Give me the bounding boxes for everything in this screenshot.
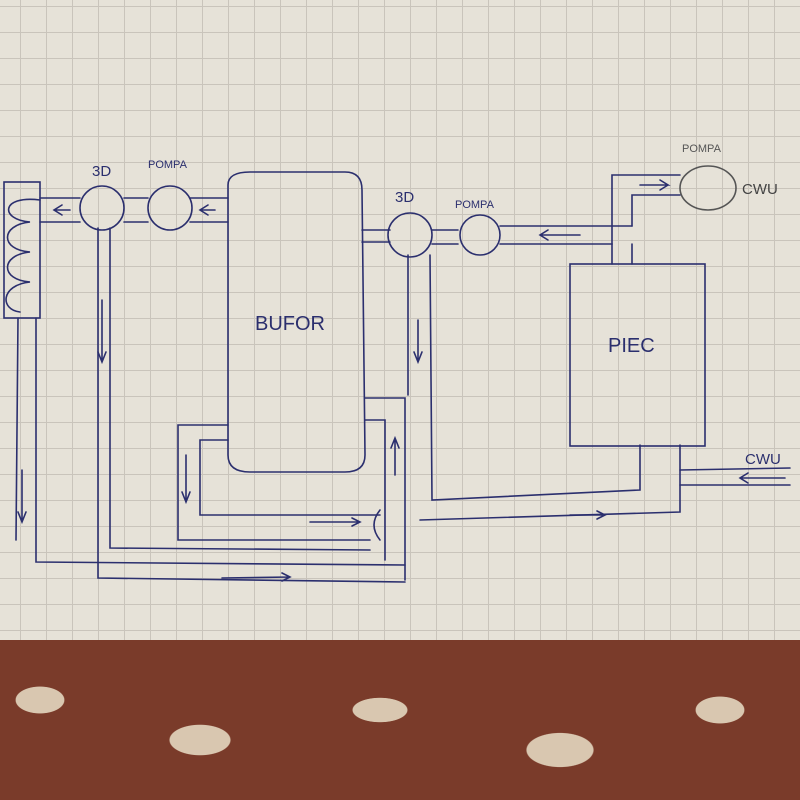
- buffer-tank: [227, 171, 366, 473]
- right-pump-label: POMPA: [455, 199, 495, 211]
- dhw-pump: [679, 165, 737, 211]
- right-pump: [459, 214, 501, 256]
- boiler-label: PIEC: [608, 335, 655, 357]
- left-pipes: [15, 197, 406, 583]
- dhw-bottom-label: CWU: [745, 451, 781, 468]
- left-pump: [147, 185, 193, 231]
- right-valve-label: 3D: [395, 189, 414, 206]
- left-valve-label: 3D: [92, 163, 111, 180]
- right-pipes: [361, 174, 791, 521]
- radiator: [3, 181, 41, 319]
- tablecloth-background: [0, 640, 800, 800]
- boiler: [569, 263, 706, 447]
- left-pump-label: POMPA: [148, 159, 188, 171]
- dhw-top-label: CWU: [742, 181, 778, 198]
- dhw-pump-label: POMPA: [682, 143, 722, 155]
- buffer-bottom-loop: [177, 397, 406, 581]
- left-3d-valve: [79, 185, 125, 231]
- grid-paper: [0, 0, 800, 685]
- buffer-label: BUFOR: [255, 313, 325, 335]
- right-3d-valve: [387, 212, 433, 258]
